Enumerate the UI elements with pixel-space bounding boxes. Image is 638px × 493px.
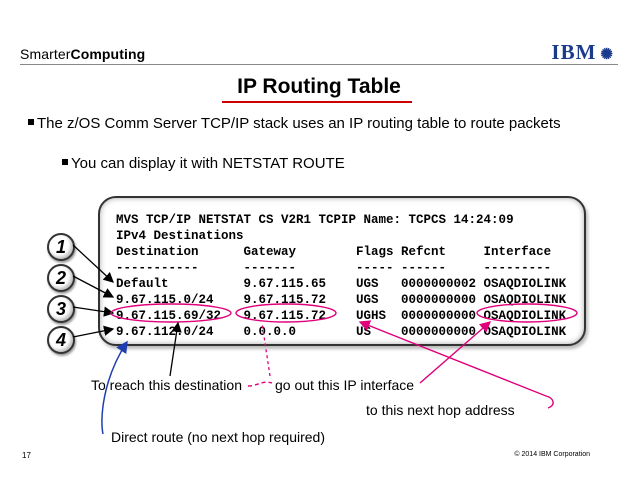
annotation-direct-route: Direct route (no next hop required) <box>111 429 325 445</box>
ibm-logo: IBM✺ <box>551 40 614 65</box>
arrow-next-hop <box>358 320 554 409</box>
annotation-interface: go out this IP interface <box>275 377 415 393</box>
annotation-next-hop: to this next hop address <box>366 402 515 418</box>
highlight-interface <box>476 303 578 323</box>
brand-wordmark: SmarterComputing <box>20 46 145 62</box>
bullet-level1: The z/OS Comm Server TCP/IP stack uses a… <box>28 114 568 134</box>
page-number: 17 <box>22 451 31 460</box>
title-underline <box>222 101 412 103</box>
console-line: Default 9.67.115.65 UGS 0000000002 OSAQD… <box>116 277 567 291</box>
bullet-level1-text: The z/OS Comm Server TCP/IP stack uses a… <box>37 115 561 132</box>
console-line: 9.67.112.0/24 0.0.0.0 US 0000000000 OSAQ… <box>116 325 567 339</box>
netstat-console-box: MVS TCP/IP NETSTAT CS V2R1 TCPIP Name: T… <box>98 196 586 346</box>
arrow-destination-to-interface <box>247 381 273 387</box>
arrow-direct-route <box>101 340 128 435</box>
badge-4: 4 <box>47 326 75 354</box>
slide-title: IP Routing Table <box>237 75 401 98</box>
console-line: 9.67.115.0/24 9.67.115.72 UGS 0000000000… <box>116 293 567 307</box>
arrow-gateway-hint <box>261 322 271 377</box>
arrow-badge-4 <box>72 325 115 338</box>
console-output: MVS TCP/IP NETSTAT CS V2R1 TCPIP Name: T… <box>116 212 566 340</box>
copyright: © 2014 IBM Corporation <box>514 451 590 458</box>
badge-3: 3 <box>47 295 75 323</box>
arrow-badge-3 <box>72 306 115 317</box>
arrow-interface <box>419 321 492 384</box>
console-line: IPv4 Destinations <box>116 229 244 243</box>
bullet-square-icon <box>28 119 34 126</box>
highlight-destination <box>110 303 232 323</box>
console-line: Destination Gateway Flags Refcnt Interfa… <box>116 245 552 259</box>
bullet-level2-text: You can display it with NETSTAT ROUTE <box>71 155 345 172</box>
annotation-destination: To reach this destination <box>91 377 242 393</box>
console-line: ----------- ------- ----- ------ -------… <box>116 261 552 275</box>
arrow-badge-2 <box>72 275 115 298</box>
arrow-badge-1 <box>72 244 114 283</box>
console-line: 9.67.115.69/32 9.67.115.72 UGHS 00000000… <box>116 309 567 323</box>
ibm-logo-text: IBM <box>551 40 597 64</box>
console-line: MVS TCP/IP NETSTAT CS V2R1 TCPIP Name: T… <box>116 213 514 227</box>
brand-bold: Computing <box>70 46 146 62</box>
bullet-level2: You can display it with NETSTAT ROUTE <box>62 155 345 172</box>
badge-1: 1 <box>47 233 75 261</box>
arrow-destination <box>169 321 182 377</box>
smarter-planet-icon: ✺ <box>600 47 614 63</box>
header-divider <box>20 64 618 65</box>
brand-light: Smarter <box>20 46 71 62</box>
bullet-square-icon <box>62 159 68 166</box>
highlight-gateway <box>235 303 337 323</box>
badge-2: 2 <box>47 264 75 292</box>
